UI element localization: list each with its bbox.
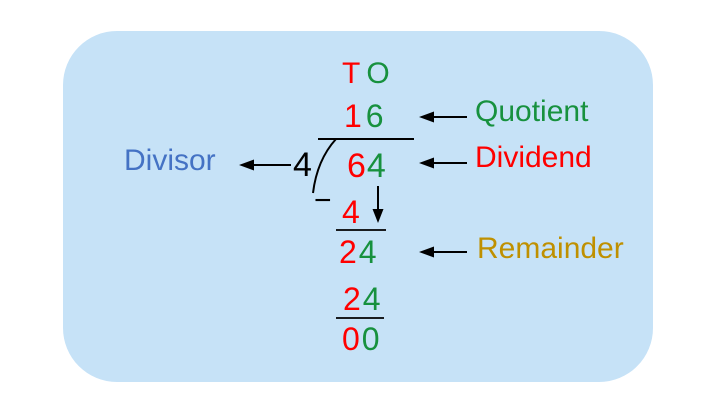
quotient-tens-digit: 1 xyxy=(344,98,362,134)
quotient-ones-digit: 6 xyxy=(365,98,384,134)
partial-result-value: 2 4 xyxy=(339,236,377,268)
dividend-value: 6 4 xyxy=(347,149,386,183)
remainder-ones-digit: 0 xyxy=(361,321,380,357)
dividend-ones-digit: 4 xyxy=(366,147,386,185)
remainder-tens-digit: 0 xyxy=(342,321,360,357)
minus-sign: − xyxy=(314,184,332,217)
quotient-value: 1 6 xyxy=(344,100,384,132)
multiply-tens-digit: 2 xyxy=(343,281,361,317)
tens-column-letter: T xyxy=(342,57,361,90)
dividend-tens-digit: 6 xyxy=(347,147,366,185)
subtrahend-tens-digit: 4 xyxy=(342,194,360,230)
diagram-panel xyxy=(63,31,653,382)
ones-column-letter: O xyxy=(366,57,390,90)
multiply-ones-digit: 4 xyxy=(362,281,381,317)
remainder-value: 0 0 xyxy=(342,323,380,355)
quotient-label: Quotient xyxy=(475,95,589,128)
multiply-result-value: 2 4 xyxy=(343,283,381,315)
subtrahend-value: 4 xyxy=(342,196,360,228)
remainder-label: Remainder xyxy=(477,232,624,265)
partial-ones-digit: 4 xyxy=(358,234,377,270)
dividend-label: Dividend xyxy=(475,141,592,174)
divisor-value: 4 xyxy=(293,146,312,184)
partial-tens-digit: 2 xyxy=(339,234,357,270)
divisor-label: Divisor xyxy=(124,144,216,177)
place-value-header: T O xyxy=(342,59,390,89)
